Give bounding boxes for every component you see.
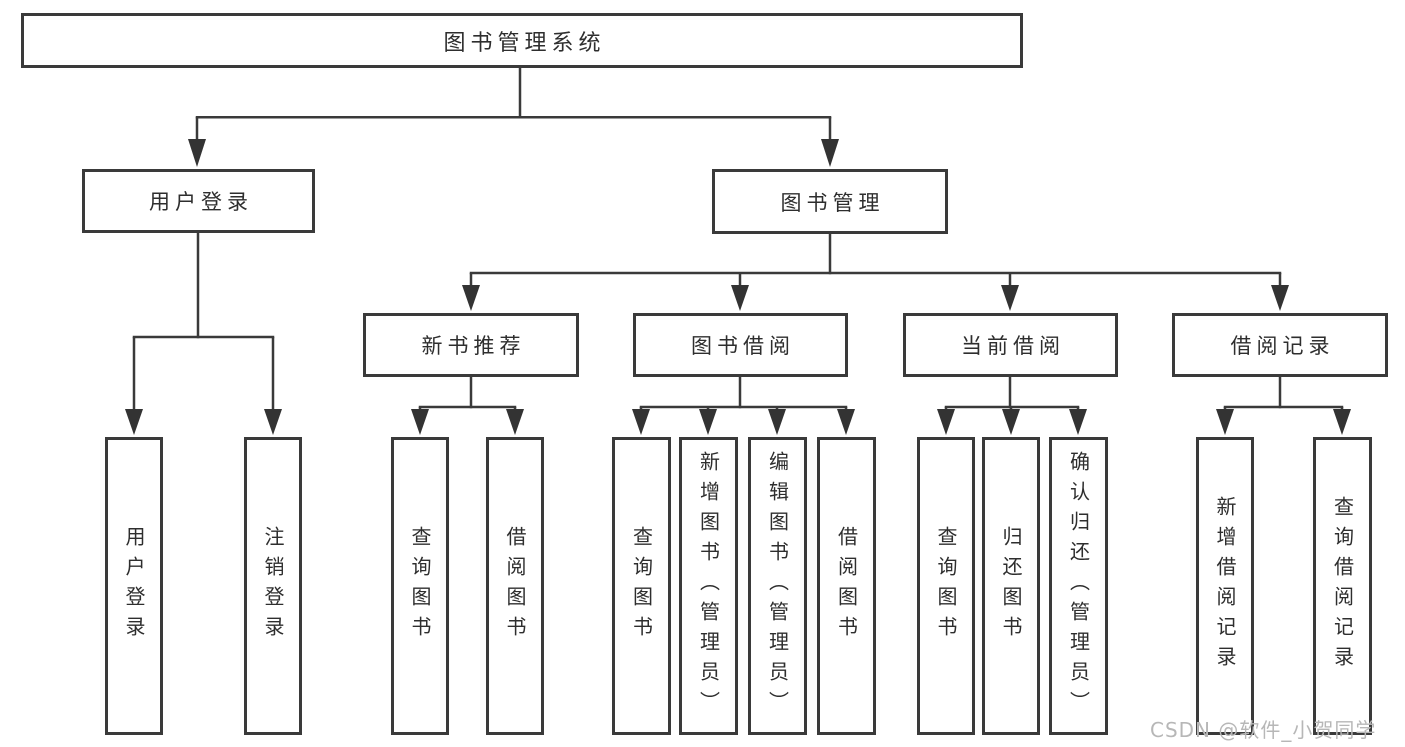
arrowhead-icon xyxy=(1333,409,1351,435)
node-current-borrowing-label: 当前借阅 xyxy=(961,334,1065,358)
node-book-borrowing-label: 图书借阅 xyxy=(691,334,795,358)
node-borrowing-records: 借阅记录 xyxy=(1172,313,1388,377)
node-leaf-bw-add-books-admin: 新增图书（管理员） xyxy=(679,437,738,735)
node-book-borrowing: 图书借阅 xyxy=(633,313,848,377)
node-leaf-cur-confirm-return-admin: 确认归还（管理员） xyxy=(1049,437,1108,735)
node-leaf-nb-query-books: 查询图书 xyxy=(391,437,449,735)
node-leaf-logout-label: 注销登录 xyxy=(261,526,285,646)
connector-root-to-level2 xyxy=(188,68,839,167)
arrowhead-icon xyxy=(462,285,480,311)
node-leaf-user-login: 用户登录 xyxy=(105,437,163,735)
node-leaf-nb-borrow-books-label: 借阅图书 xyxy=(503,526,527,646)
node-leaf-cur-return-books: 归还图书 xyxy=(982,437,1040,735)
arrowhead-icon xyxy=(1069,409,1087,435)
node-leaf-cur-confirm-return-admin-label: 确认归还（管理员） xyxy=(1066,451,1091,721)
arrowhead-icon xyxy=(632,409,650,435)
arrowhead-icon xyxy=(1216,409,1234,435)
connector-book-mgmt-to-level3 xyxy=(462,234,1289,311)
node-user-login: 用户登录 xyxy=(82,169,315,233)
csdn-watermark: CSDN @软件_小贺同学 xyxy=(1150,718,1377,742)
node-leaf-cur-query-books: 查询图书 xyxy=(917,437,975,735)
node-system-root: 图书管理系统 xyxy=(21,13,1023,68)
node-leaf-bw-edit-books-admin: 编辑图书（管理员） xyxy=(748,437,807,735)
node-borrowing-records-label: 借阅记录 xyxy=(1230,334,1335,358)
arrowhead-icon xyxy=(1271,285,1289,311)
node-leaf-rec-add-record-label: 新增借阅记录 xyxy=(1213,496,1237,676)
node-leaf-nb-query-books-label: 查询图书 xyxy=(408,526,432,646)
arrowhead-icon xyxy=(125,409,143,435)
arrowhead-icon xyxy=(1002,409,1020,435)
connector-user-login-children xyxy=(125,233,282,435)
arrowhead-icon xyxy=(937,409,955,435)
node-leaf-nb-borrow-books: 借阅图书 xyxy=(486,437,544,735)
connector-new-books-children xyxy=(411,377,524,435)
connector-records-children xyxy=(1216,377,1351,435)
node-leaf-logout: 注销登录 xyxy=(244,437,302,735)
node-book-management-label: 图书管理 xyxy=(780,190,885,215)
node-new-book-recommend-label: 新书推荐 xyxy=(421,334,526,358)
node-system-root-label: 图书管理系统 xyxy=(443,30,606,56)
arrowhead-icon xyxy=(411,409,429,435)
node-leaf-rec-query-record-label: 查询借阅记录 xyxy=(1330,496,1355,676)
node-leaf-bw-query-books: 查询图书 xyxy=(612,437,671,735)
node-leaf-user-login-label: 用户登录 xyxy=(122,526,146,646)
node-leaf-cur-return-books-label: 归还图书 xyxy=(999,526,1023,646)
node-leaf-bw-add-books-admin-label: 新增图书（管理员） xyxy=(696,451,721,721)
node-current-borrowing: 当前借阅 xyxy=(903,313,1118,377)
arrowhead-icon xyxy=(506,409,524,435)
node-leaf-bw-edit-books-admin-label: 编辑图书（管理员） xyxy=(765,451,790,721)
node-book-management: 图书管理 xyxy=(712,169,948,234)
node-leaf-bw-borrow-books: 借阅图书 xyxy=(817,437,876,735)
arrowhead-icon xyxy=(837,409,855,435)
connector-current-children xyxy=(937,377,1087,435)
node-leaf-bw-query-books-label: 查询图书 xyxy=(629,526,654,646)
arrowhead-icon xyxy=(699,409,717,435)
arrowhead-icon xyxy=(1001,285,1019,311)
node-leaf-cur-query-books-label: 查询图书 xyxy=(934,526,958,646)
node-leaf-bw-borrow-books-label: 借阅图书 xyxy=(834,526,859,646)
arrowhead-icon xyxy=(821,139,839,167)
node-leaf-rec-add-record: 新增借阅记录 xyxy=(1196,437,1254,735)
arrowhead-icon xyxy=(264,409,282,435)
connector-borrow-children xyxy=(632,377,855,435)
node-user-login-label: 用户登录 xyxy=(149,190,253,214)
node-leaf-rec-query-record: 查询借阅记录 xyxy=(1313,437,1372,735)
arrowhead-icon xyxy=(188,139,206,167)
node-new-book-recommend: 新书推荐 xyxy=(363,313,579,377)
arrowhead-icon xyxy=(731,285,749,311)
arrowhead-icon xyxy=(768,409,786,435)
